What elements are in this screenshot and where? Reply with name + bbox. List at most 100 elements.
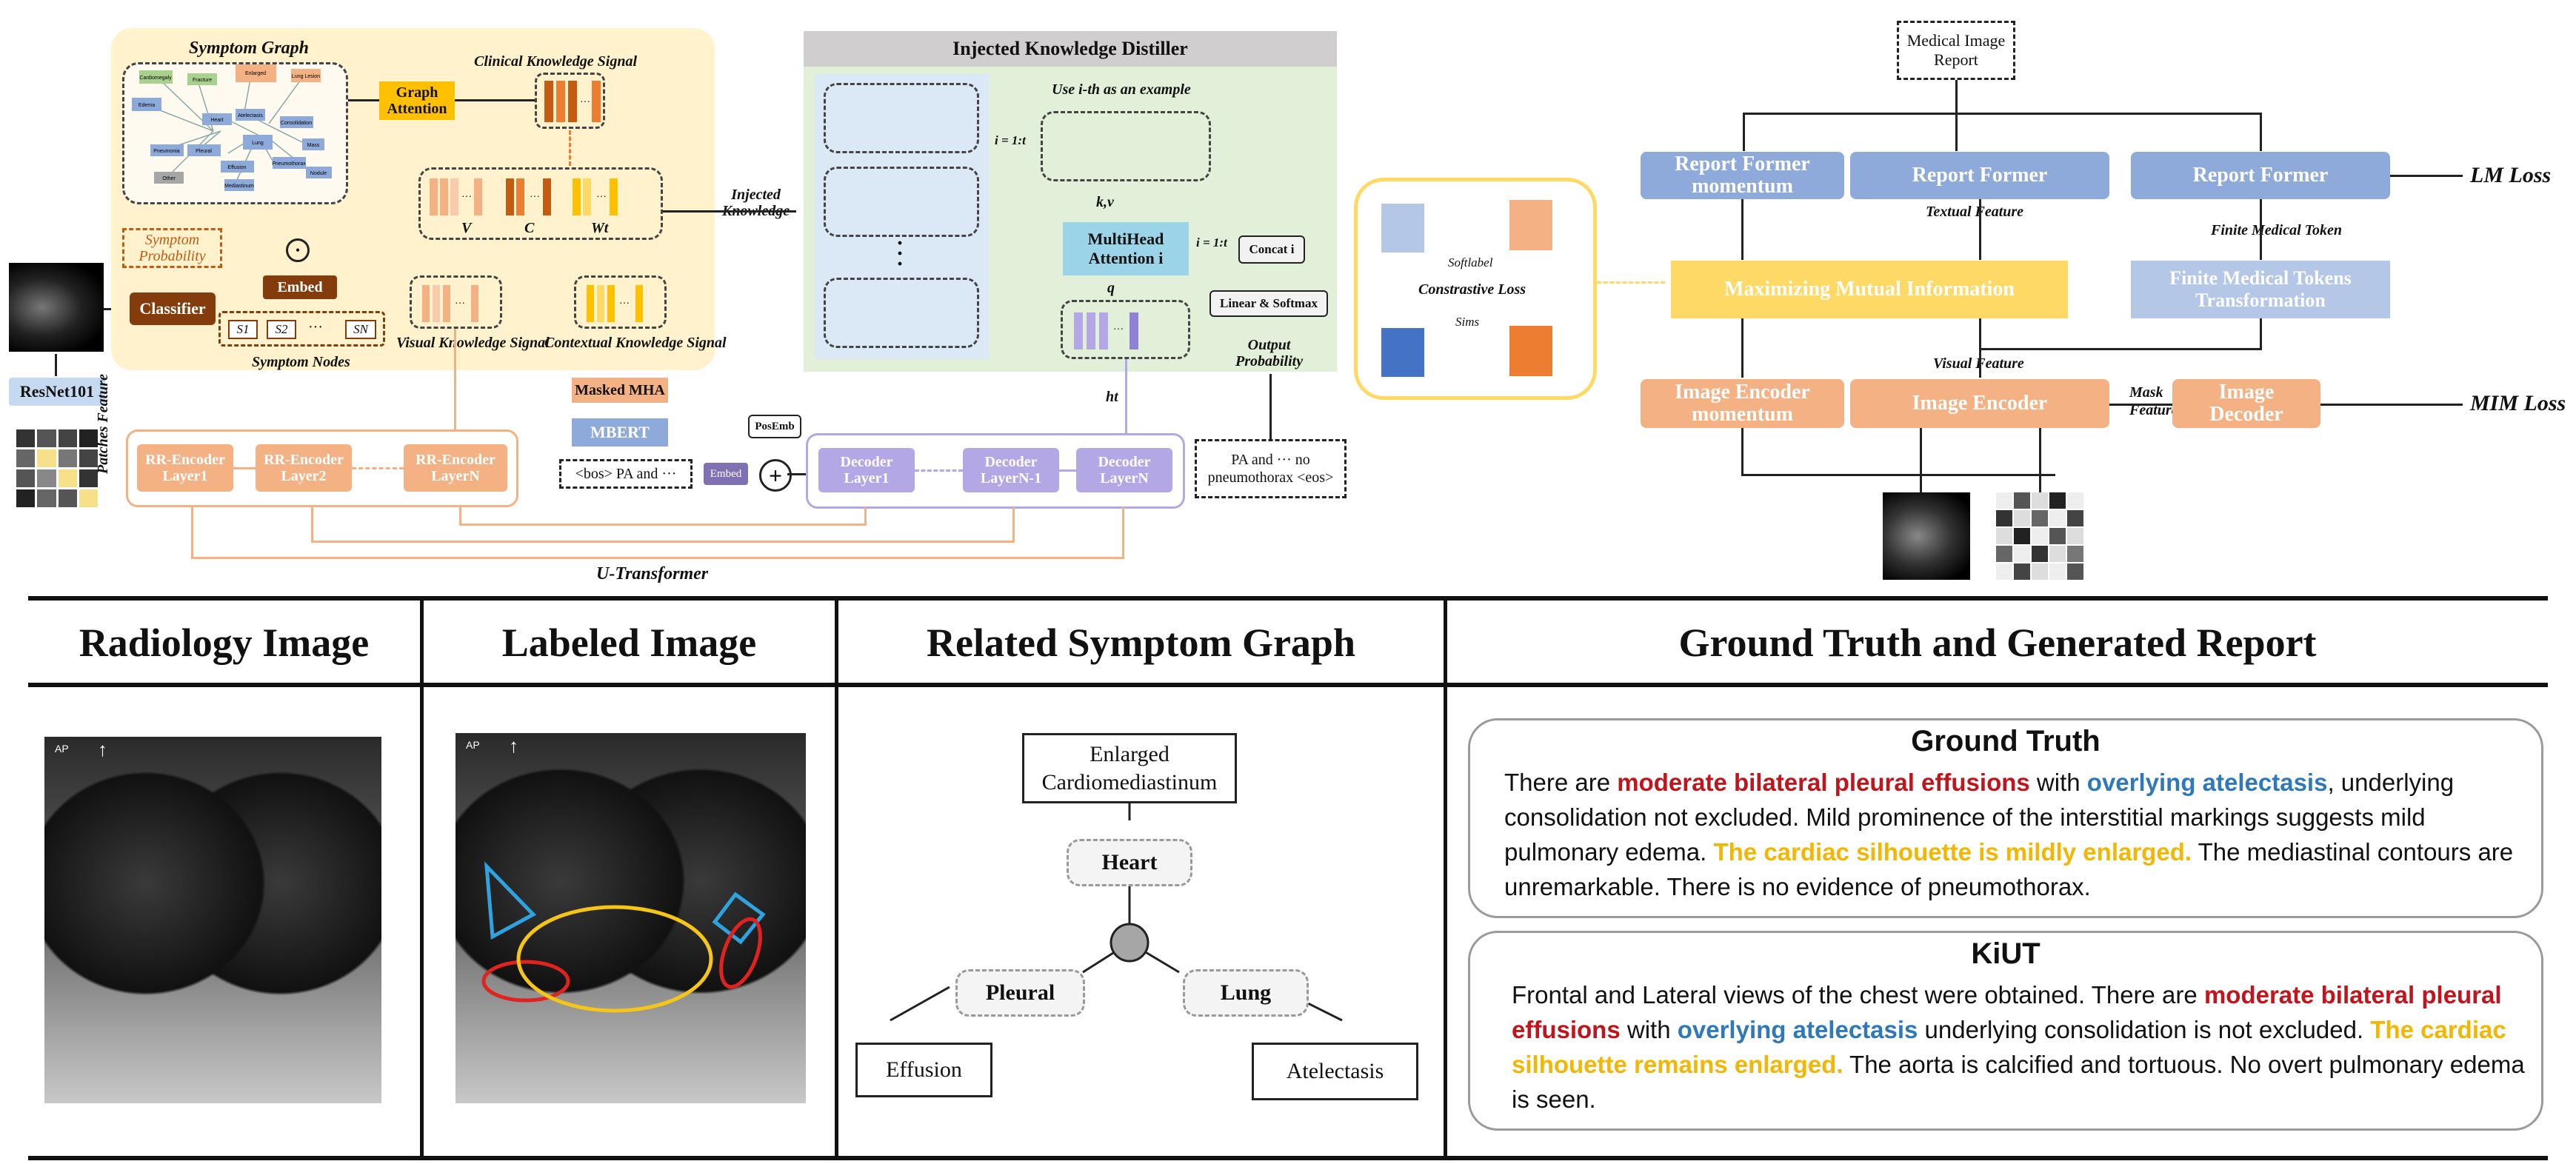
v-label: V [461,220,472,236]
kiut-text: Frontal and Lateral views of the chest w… [1512,981,2525,1113]
ht-label: ht [1106,389,1118,405]
vf-hline [1979,348,2262,350]
header-labeled: Labeled Image [501,620,757,665]
clinical-signal-box: ··· [535,73,605,129]
output-text-box: PA and ··· no pneumothorax <eos> [1195,439,1347,498]
yellow-ellipse [516,905,713,1013]
lm-arrow [2390,175,2463,177]
patches-grid [16,429,98,507]
red-ellipse-left [481,960,570,1003]
c-label: C [524,220,535,236]
masked-patches [1996,492,2083,580]
svg-text:Pneumonia: Pneumonia [153,149,180,154]
graph-effusion-node: Effusion [855,1043,992,1097]
enc-input-up-2 [1920,428,1922,493]
output-probability-label: Output Probability [1235,337,1304,369]
output-arrow [1269,374,1272,439]
report-arrow-right [2260,113,2262,151]
distiller-kv-column [815,74,989,359]
encoder-arrow-2 [352,467,404,469]
contextual-signal-label: Contextual Knowledge Signal [544,335,727,351]
contextual-signal-box: ··· [574,275,667,329]
u-skip-1 [191,507,1124,559]
col-divider-3 [1444,596,1447,1159]
q-label: q [1107,280,1115,296]
arrow-graph-attention [348,99,379,101]
encoder-layer-1: RR-Encoder Layer1 [137,444,233,492]
svg-text:Atelectasis: Atelectasis [238,113,263,118]
mask-arrow [2109,404,2172,406]
radiology-image: AP ↑ [44,737,381,1103]
input-xray [9,263,104,352]
image-encoder: Image Encoder [1850,379,2109,428]
mbert-box: MBERT [572,418,668,446]
clinical-signal-label: Clinical Knowledge Signal [474,53,638,70]
kiut-title: KiUT [1971,937,2041,970]
svg-text:Heart: Heart [210,118,223,123]
symptom-graph-box: Cardiomegaly Fracture Enlarged Lung Lesi… [122,62,348,204]
enc-input-up-3 [2039,428,2041,493]
symptom-nodes-label: Symptom Nodes [252,354,350,370]
mha-box: MultiHead Attention i [1063,222,1189,275]
arrow-ga-clinical [455,99,535,101]
labeled-annotations [481,861,766,1013]
maximizing-box: Maximizing Mutual Information [1671,261,2068,318]
plus-circle: • [286,238,310,262]
classifier-box: Classifier [130,292,216,325]
svg-text:Consolidation: Consolidation [281,121,313,126]
momentum-down-arrow [1741,199,1744,260]
sn-node: SN [345,320,376,339]
svg-text:Lung: Lung [252,141,264,146]
svg-text:Mass: Mass [307,143,320,148]
svg-text:Edema: Edema [139,103,155,108]
graph-center-node [1110,923,1149,963]
kv-dots: ··· [896,231,904,276]
decoder-arrow-2 [1059,469,1076,472]
concat-box: Concat i [1238,235,1305,264]
svg-text:Effusion: Effusion [227,165,246,170]
u-skip-3 [459,507,867,526]
sims-label: Sims [1455,315,1480,329]
embed-box: Embed [263,275,337,299]
col-divider-2 [835,596,838,1159]
image-decoder-box: Image Decoder [2172,379,2320,428]
input-text-box: <bos> PA and ··· [559,459,693,489]
inset-connector [1597,281,1665,284]
i-range-label: i = 1:t [995,133,1026,147]
arrow-clinical-down [569,130,571,166]
ht-arrow [1125,359,1127,433]
arrow-marker: ↑ [98,738,107,760]
labeled-image: AP ↑ [456,733,806,1103]
u-transformer-label: U-Transformer [596,564,709,583]
resnet-box: ResNet101 [9,378,105,406]
arrow-marker-2: ↑ [509,735,518,757]
visual-feature-label: Visual Feature [1933,355,2024,372]
symptom-graph-svg: Cardiomegaly Fracture Enlarged Lung Lesi… [132,64,332,191]
i-range-label-2: i = 1:t [1196,235,1227,250]
svg-text:Pneumothorax: Pneumothorax [272,161,306,167]
ap-marker-2: AP [466,739,480,751]
inset-orange-bottom [1509,326,1552,376]
report-former: Report Former [1850,152,2109,199]
graph-heart-node: Heart [1067,839,1192,886]
u-skip-2 [311,507,1015,543]
combined-knowledge-box: ··· ··· ··· V C Wt [418,167,663,240]
svg-text:Mediastinum: Mediastinum [224,184,254,189]
table-bottom-rule [28,1156,2548,1160]
report-arrow-left [1743,113,1745,151]
image-encoder-momentum: Image Encoder momentum [1641,379,1844,428]
encoder-layer-2: RR-Encoder Layer2 [256,444,352,492]
kv-group-2 [824,167,979,237]
decoder-container [806,433,1185,509]
query-box: ··· [1061,300,1190,359]
graph-root-node: Enlarged Cardiomediastinum [1022,733,1237,803]
lm-loss-label: LM Loss [2470,163,2552,187]
svg-text:Nodule: Nodule [310,171,327,176]
table-top-rule [28,596,2548,601]
distiller-title-bar: Injected Knowledge Distiller [804,31,1337,67]
kv-group-3 [824,278,979,348]
svg-text:Fracture: Fracture [193,78,212,83]
vf-to-token [2260,318,2262,349]
architecture-left: ResNet101 Patches Feature Symptom Graph … [0,0,1348,592]
example-kv-box [1041,111,1211,181]
